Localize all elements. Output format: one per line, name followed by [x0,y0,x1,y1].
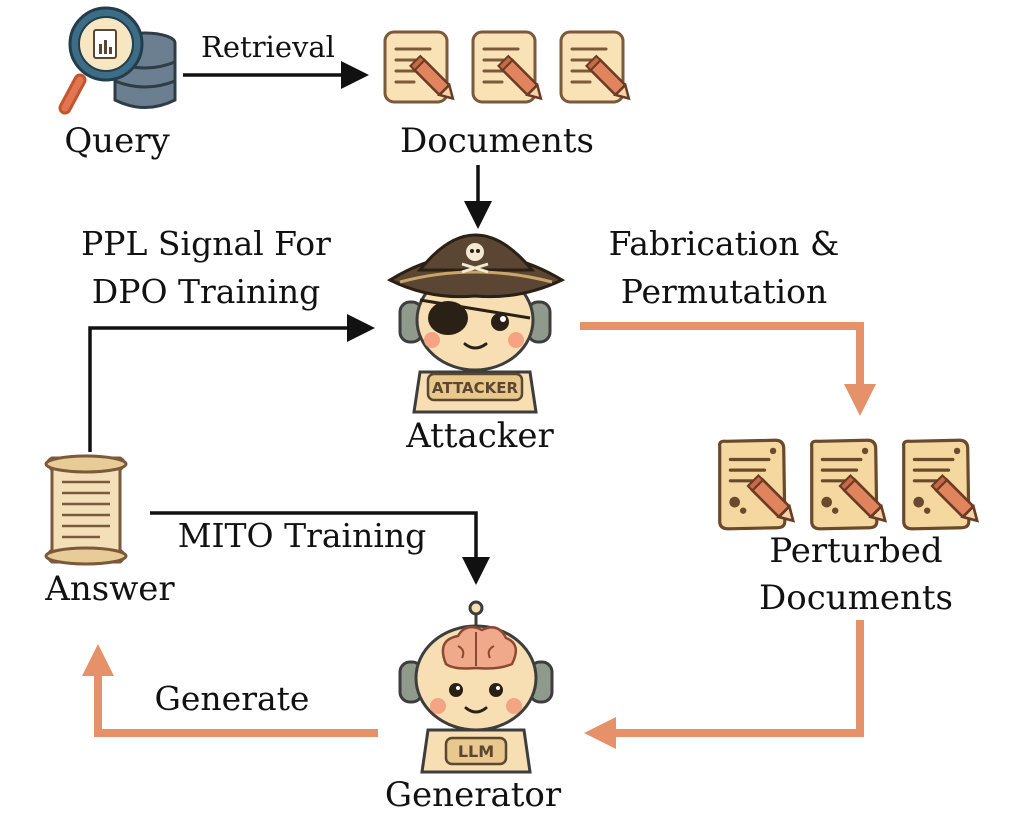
retrieval-label: Retrieval [201,30,335,64]
generator-badge: LLM [458,742,494,761]
answer-label: Answer [44,569,175,609]
permutation-label: Permutation [621,272,827,311]
scroll-icon [44,454,128,566]
perturbed-label: Perturbed [769,531,942,571]
brain-robot-icon: LLM [398,600,554,774]
mito-training-arrow [150,511,490,585]
fabrication-label: Fabrication & [609,224,840,263]
generator-label: Generator [385,775,562,815]
perturbed-documents-label: Documents [759,578,953,618]
mito-training-label: MITO Training [178,516,427,555]
dpo-training-label: DPO Training [92,272,320,311]
attacker-badge: ATTACKER [432,379,519,397]
documents-group [383,30,636,105]
stained-document-icon [809,438,892,531]
generate-label: Generate [155,679,310,718]
document-icon [383,30,460,105]
attacker-label: Attacker [405,416,554,456]
ppl-signal-label: PPL Signal For [81,224,331,263]
fabrication-arrow [580,322,876,416]
ppl-signal-arrow [88,314,375,452]
stained-document-icon [717,438,800,531]
generate-arrow [82,644,378,737]
stained-document-icon [901,438,984,531]
query-label: Query [64,121,170,161]
pirate-robot-icon: ATTACKER [386,233,566,414]
document-icon [559,30,636,105]
documents-label: Documents [400,121,594,161]
magnifier-database-icon [58,6,177,115]
document-icon [471,30,548,105]
perturbed-to-generator-arrow [584,620,864,749]
perturbed-documents-group [717,438,984,531]
